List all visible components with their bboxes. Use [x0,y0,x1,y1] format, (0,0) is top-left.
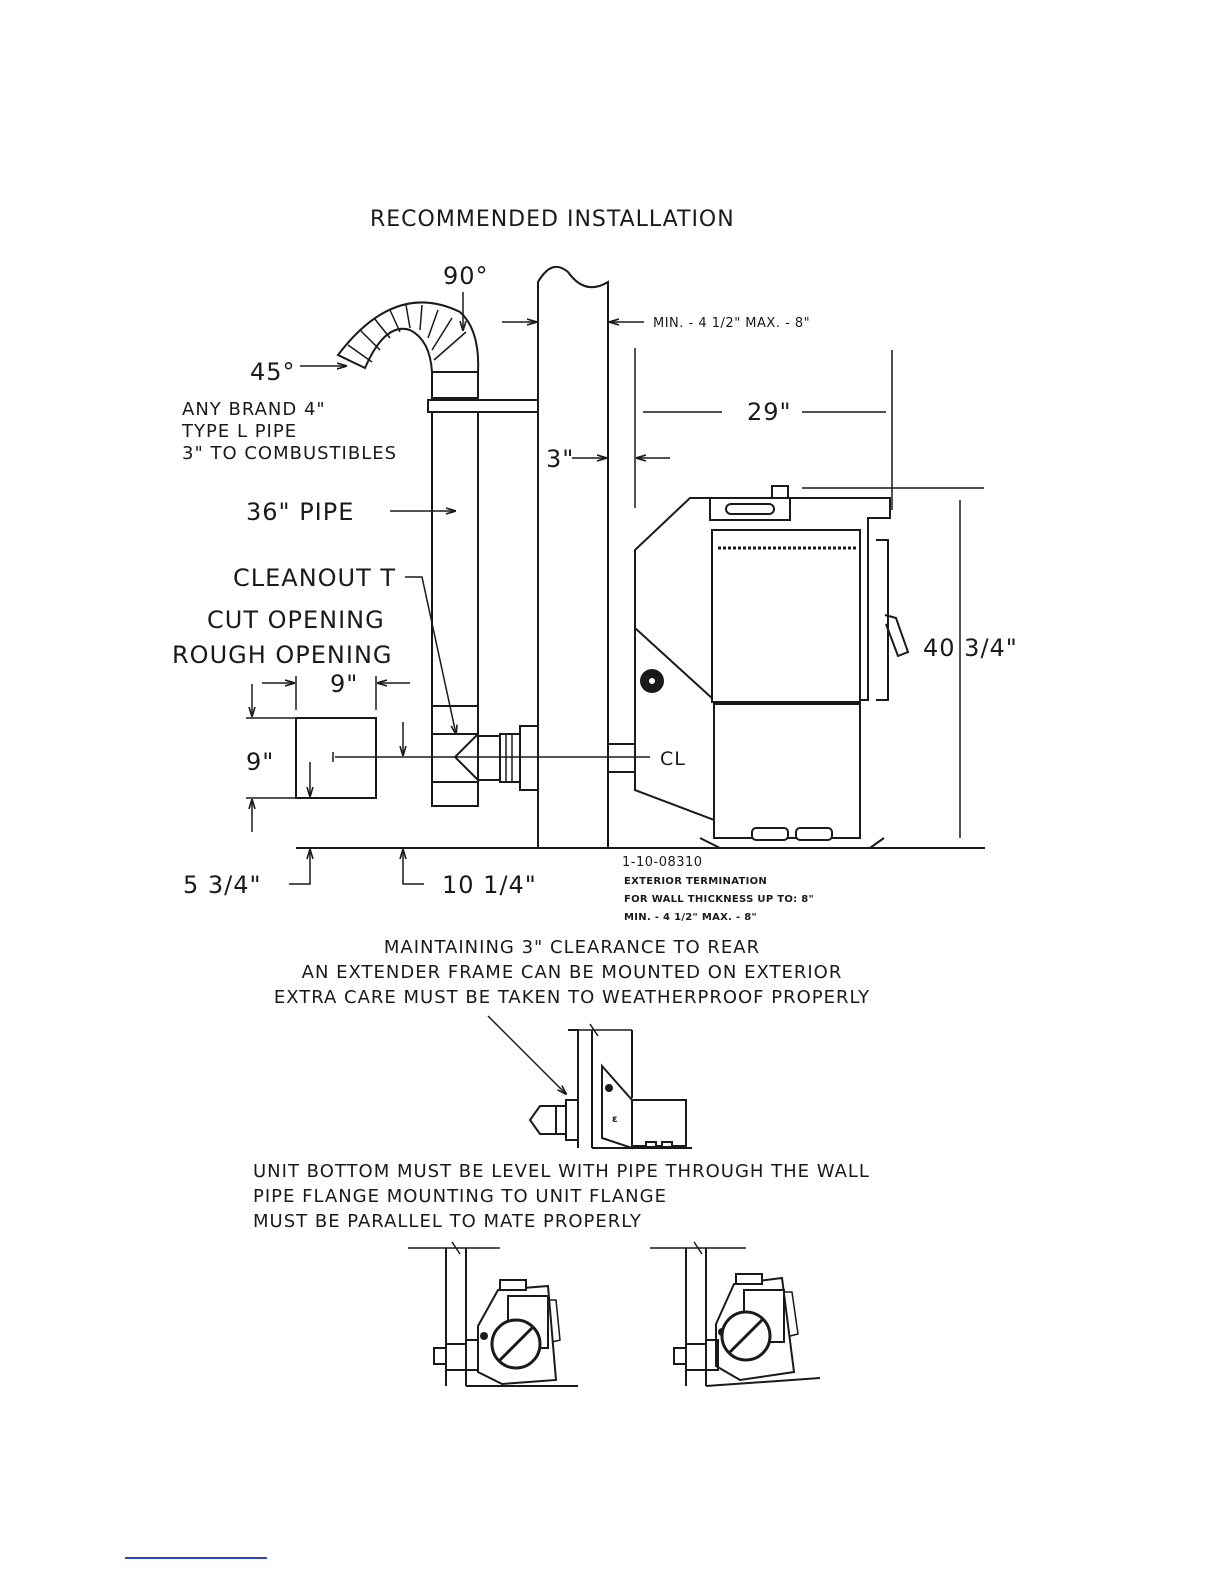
dim-9-height: 9" [246,748,274,776]
level-note-line2: PIPE FLANGE MOUNTING TO UNIT FLANGE [253,1186,667,1207]
wall [537,265,609,848]
extender-note-line3: EXTRA CARE MUST BE TAKEN TO WEATHERPROOF… [274,987,870,1008]
vent-pipe-assembly [336,301,636,807]
pipe-36-label: 36" PIPE [246,498,354,526]
wall-thickness-label: MIN. - 4 1/2" MAX. - 8" [653,316,810,331]
dim-5-3-4: 5 3/4" [183,871,262,899]
part-note-line2: FOR WALL THICKNESS UP TO: 8" [624,894,814,905]
extender-frame-detail: ε [487,1015,692,1150]
dim-3-clearance: 3" [546,445,574,473]
part-note-line3: MIN. - 4 1/2" MAX. - 8" [624,912,757,923]
rough-opening-label: ROUGH OPENING [172,641,393,669]
footer-rule [125,1557,267,1559]
pipe-note-line1: ANY BRAND 4" [182,399,326,420]
dim-9-width: 9" [330,670,358,698]
dim-10-1-4: 10 1/4" [442,871,537,899]
pipe-note-line3: 3" TO COMBUSTIBLES [182,443,397,464]
pipe-note-line2: TYPE L PIPE [181,421,297,442]
angle-90-label: 90° [443,262,489,290]
diagram-title: RECOMMENDED INSTALLATION [370,207,735,232]
part-number: 1-10-08310 [622,855,703,870]
rough-opening [295,717,377,799]
part-note-line1: EXTERIOR TERMINATION [624,876,767,887]
svg-text:ε: ε [612,1114,618,1125]
cut-opening-label: CUT OPENING [207,606,385,634]
centerline: CL [332,748,686,770]
cleanout-leader [405,576,456,734]
angle-45-label: 45° [250,358,296,386]
cleanout-label: CLEANOUT T [233,564,396,592]
pellet-stove [634,485,910,849]
incorrect-example-right [650,1241,821,1387]
incorrect-example-left [408,1241,578,1387]
extender-note-line1: MAINTAINING 3" CLEARANCE TO REAR [384,937,760,958]
dim-40-3-4: 40 3/4" [923,634,1018,662]
extender-note-line2: AN EXTENDER FRAME CAN BE MOUNTED ON EXTE… [302,962,843,983]
dim-29: 29" [747,398,792,426]
centerline-label: CL [660,748,686,770]
level-note-line1: UNIT BOTTOM MUST BE LEVEL WITH PIPE THRO… [253,1161,870,1182]
level-note-line3: MUST BE PARALLEL TO MATE PROPERLY [253,1211,642,1232]
